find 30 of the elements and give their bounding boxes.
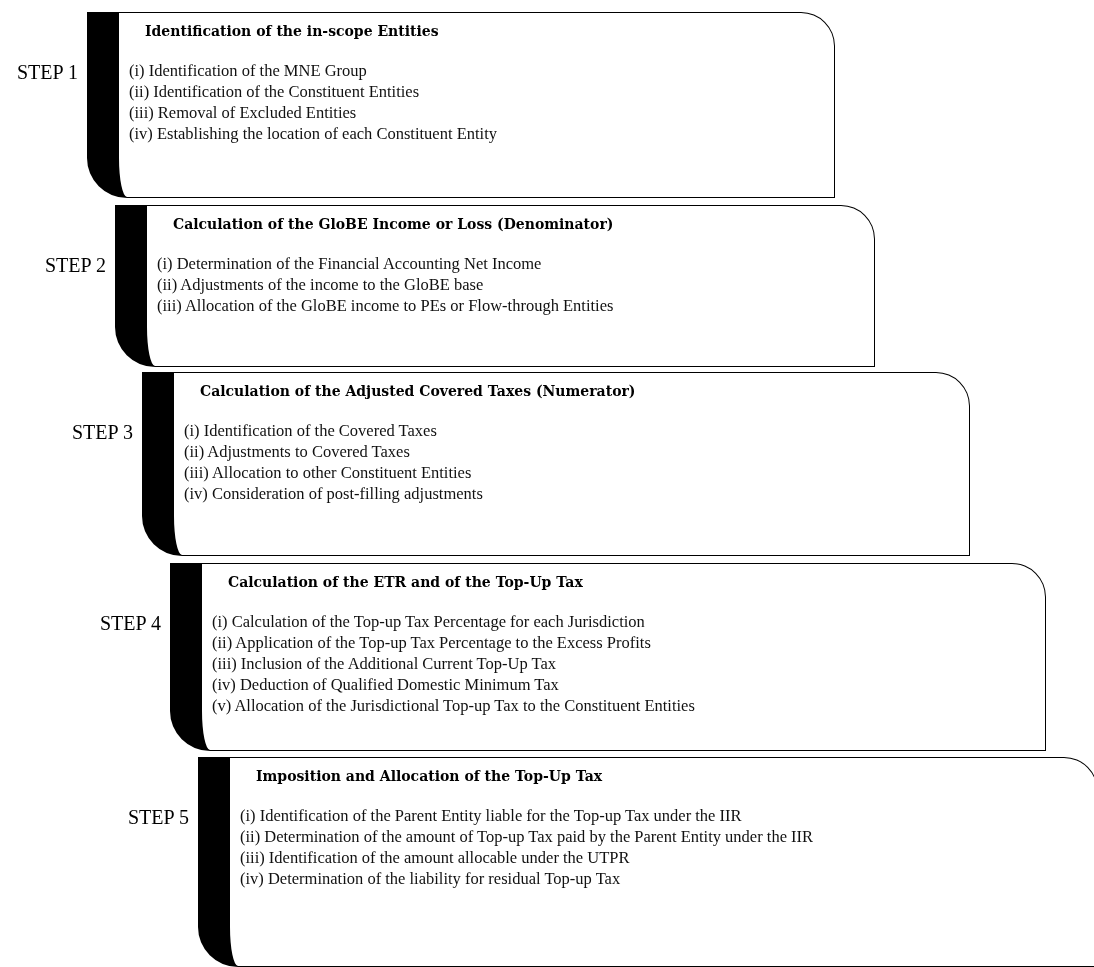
list-item: (iii) Inclusion of the Additional Current Top-Up Tax [212,654,556,674]
list-item: (i) Identification of the MNE Group [129,61,367,81]
list-item: (v) Allocation of the Jurisdictional Top-up Tax to the Constituent Entities [212,696,695,716]
list-item: (iv) Consideration of post-filling adjustments [184,484,483,504]
list-item: (ii) Identification of the Constituent Entities [129,82,420,102]
list-item: (iv) Deduction of Qualified Domestic Minimum Tax [212,675,559,695]
step-label: STEP 1 [17,61,78,84]
list-item: (iii) Removal of Excluded Entities [129,103,357,123]
step-heading: Calculation of the GloBE Income or Loss (Denominator) [173,216,614,232]
list-item: (ii) Determination of the amount of Top-up Tax paid by the Parent Entity under the IIR [240,827,814,847]
list-item: (ii) Adjustments to Covered Taxes [184,442,410,462]
list-item: (iv) Establishing the location of each Constituent Entity [129,124,497,144]
step-heading: Imposition and Allocation of the Top-Up Tax [256,768,603,784]
list-item: (iii) Identification of the amount allocable under the UTPR [240,848,630,868]
step-heading: Identification of the in-scope Entities [145,23,439,39]
list-item: (iv) Determination of the liability for residual Top-up Tax [240,869,621,889]
list-item: (iii) Allocation of the GloBE income to PEs or Flow-through Entities [157,296,614,316]
list-item: (i) Identification of the Parent Entity liable for the Top-up Tax under the IIR [240,806,742,826]
list-item: (ii) Application of the Top-up Tax Percentage to the Excess Profits [212,633,651,653]
step-label: STEP 4 [100,612,161,635]
step-label: STEP 2 [45,254,106,277]
list-item: (i) Determination of the Financial Accounting Net Income [157,254,542,274]
list-item: (i) Calculation of the Top-up Tax Percentage for each Jurisdiction [212,612,645,632]
step-heading: Calculation of the ETR and of the Top-Up Tax [228,574,583,590]
list-item: (iii) Allocation to other Constituent Entities [184,463,472,483]
list-item: (i) Identification of the Covered Taxes [184,421,437,441]
step-label: STEP 5 [128,806,189,829]
list-item: (ii) Adjustments of the income to the GloBE base [157,275,484,295]
step-heading: Calculation of the Adjusted Covered Taxes (Numerator) [200,383,636,399]
step-label: STEP 3 [72,421,133,444]
